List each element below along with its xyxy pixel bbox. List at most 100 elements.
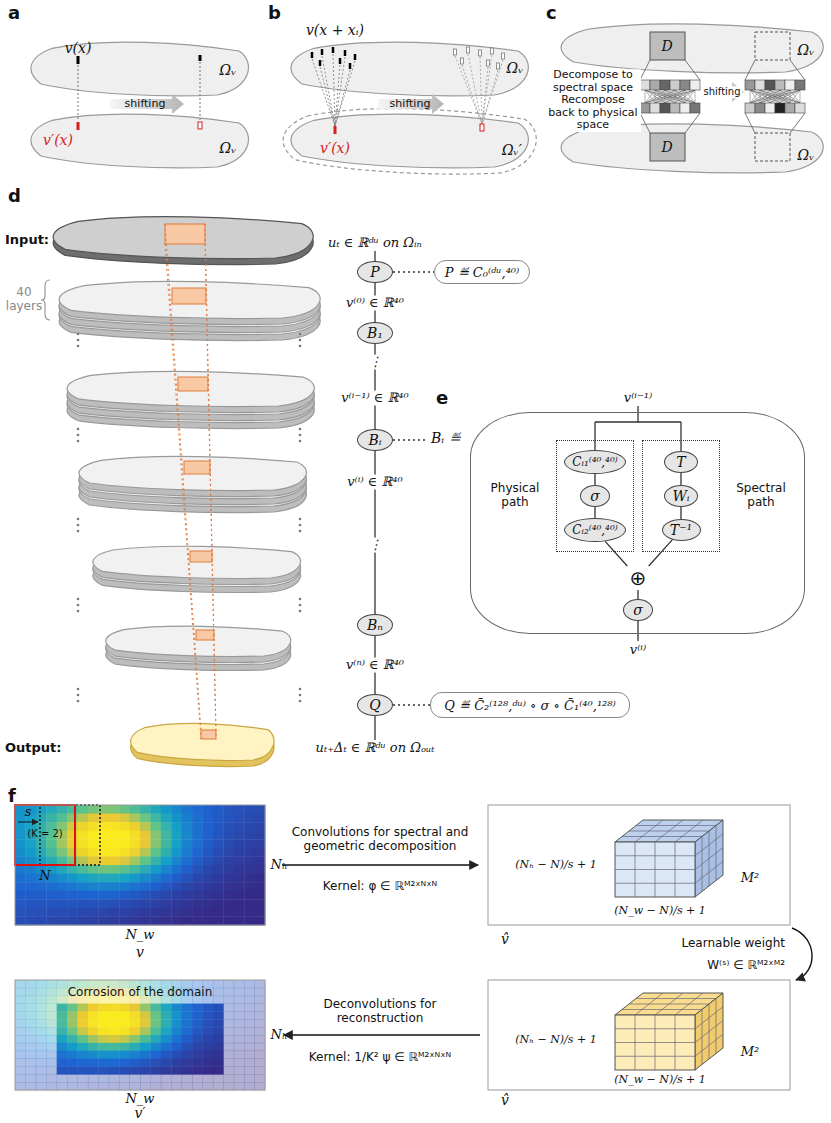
- heatmap-cell: [46, 814, 57, 823]
- heatmap-cell: [88, 1035, 99, 1043]
- receptive-patch: [165, 224, 205, 244]
- heatmap-cell: [244, 980, 255, 988]
- heatmap-cell: [130, 1043, 141, 1051]
- heatmap-cell: [25, 874, 36, 883]
- surface: [93, 546, 301, 578]
- heatmap-cell: [203, 1066, 214, 1074]
- decor-stroke: [670, 103, 680, 113]
- decor-stroke: [199, 55, 202, 61]
- heatmap-cell: [57, 1066, 68, 1074]
- heatmap-cell: [109, 1059, 120, 1067]
- heatmap-cell: [88, 1051, 99, 1059]
- annotation-text: shifting: [125, 98, 166, 111]
- heatmap-cell: [130, 822, 141, 831]
- heatmap-cell: [223, 1004, 234, 1012]
- heatmap-cell: [119, 882, 130, 891]
- heatmap-cell: [119, 865, 130, 874]
- heatmap-cell: [25, 1011, 36, 1019]
- decor-stroke: [299, 524, 302, 527]
- heatmap-cell: [234, 814, 245, 823]
- decor-stroke: [760, 90, 800, 103]
- heatmap-cell: [140, 1035, 151, 1043]
- heatmap-cell: [15, 980, 26, 988]
- heatmap-cell: [130, 916, 141, 925]
- heatmap-cell: [140, 865, 151, 874]
- heatmap-cell: [78, 1027, 89, 1035]
- decor-stroke: [750, 90, 800, 103]
- heatmap-cell: [130, 856, 141, 865]
- heatmap-cell: [140, 1082, 151, 1090]
- heatmap-cell: [119, 805, 130, 814]
- heatmap-cell: [213, 988, 224, 996]
- heatmap-cell: [25, 839, 36, 848]
- decor-stroke: [482, 70, 498, 124]
- heatmap-cell: [150, 848, 161, 857]
- heatmap-cell: [36, 1082, 47, 1090]
- heatmap-cell: [119, 1035, 130, 1043]
- connector: [637, 590, 638, 599]
- heatmap-cell: [150, 831, 161, 840]
- heatmap-cell: [98, 1051, 109, 1059]
- heatmap-cell: [109, 1074, 120, 1082]
- heatmap-cell: [171, 1027, 182, 1035]
- heatmap-cell: [15, 916, 26, 925]
- heatmap-cell: [234, 980, 245, 988]
- heatmap-cell: [192, 839, 203, 848]
- heatmap-cell: [244, 1043, 255, 1051]
- heatmap-cell: [88, 908, 99, 917]
- decor-stroke: [480, 124, 484, 131]
- decor-stroke: [454, 49, 457, 55]
- heatmap-cell: [182, 1051, 193, 1059]
- heatmap-cell: [78, 1082, 89, 1090]
- heatmap-cell: [223, 908, 234, 917]
- decor-stroke: [780, 90, 800, 103]
- heatmap-cell: [161, 1004, 172, 1012]
- annotation-text: Nₕ: [271, 858, 288, 873]
- heatmap-cell: [98, 899, 109, 908]
- heatmap-cell: [140, 908, 151, 917]
- decor-stroke: [795, 80, 805, 90]
- heatmap-cell: [15, 874, 26, 883]
- heatmap-cell: [150, 1027, 161, 1035]
- heatmap-cell: [46, 1066, 57, 1074]
- operator-node: σ: [623, 599, 653, 621]
- heatmap-cell: [78, 1074, 89, 1082]
- heatmap-cell: [88, 1082, 99, 1090]
- heatmap-cell: [150, 1074, 161, 1082]
- heatmap-cell: [130, 865, 141, 874]
- heatmap-cell: [150, 1035, 161, 1043]
- surface: [291, 42, 528, 96]
- heatmap-cell: [109, 1066, 120, 1074]
- heatmap-cell: [109, 865, 120, 874]
- heatmap-cell: [223, 980, 234, 988]
- heatmap-cell: [203, 1059, 214, 1067]
- heatmap-cell: [223, 831, 234, 840]
- heatmap-cell: [130, 1074, 141, 1082]
- annotation-text: v̂: [501, 931, 509, 947]
- heatmap-cell: [223, 805, 234, 814]
- heatmap-cell: [255, 1074, 266, 1082]
- panel-frame: [15, 805, 265, 925]
- decor-stroke: [665, 90, 695, 103]
- annotation-text: uₜ₊Δₜ ∈ ℝᵈᵘ on Ωₒᵤₜ: [314, 741, 437, 756]
- heatmap-cell: [36, 1004, 47, 1012]
- heatmap-cell: [98, 1066, 109, 1074]
- heatmap-cell: [88, 1011, 99, 1019]
- heatmap-cell: [234, 848, 245, 857]
- heatmap-cell: [192, 1066, 203, 1074]
- heatmap-cell: [161, 916, 172, 925]
- heatmap-cell: [88, 822, 99, 831]
- heatmap-cell: [130, 1035, 141, 1043]
- heatmap-cell: [119, 1059, 130, 1067]
- heatmap-cell: [244, 839, 255, 848]
- heatmap-cell: [109, 1051, 120, 1059]
- heatmap-cell: [213, 814, 224, 823]
- decor-stroke: [299, 434, 302, 437]
- heatmap-cell: [213, 1059, 224, 1067]
- decor-stroke: [332, 47, 335, 53]
- heatmap-cell: [25, 980, 36, 988]
- heatmap-cell: [109, 814, 120, 823]
- decor-stroke: [282, 864, 478, 865]
- heatmap-cell: [119, 831, 130, 840]
